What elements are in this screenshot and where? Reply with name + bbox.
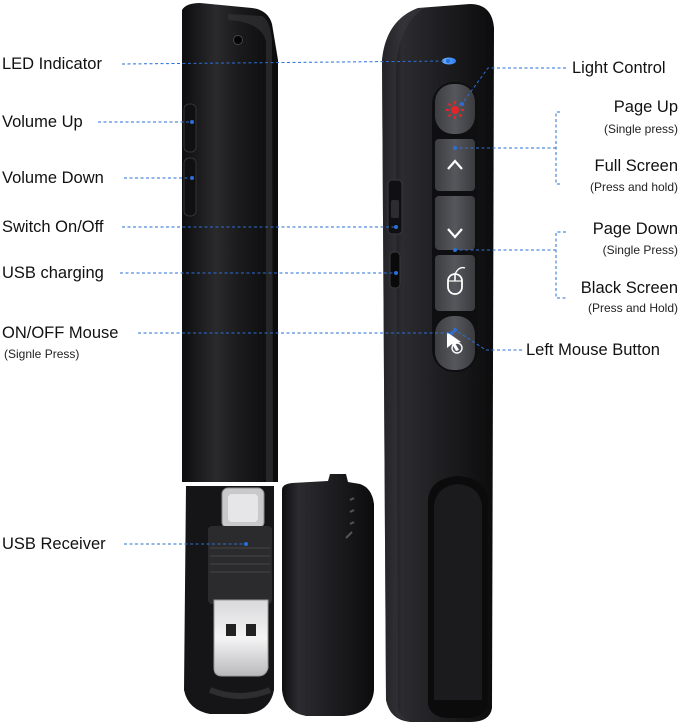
usb-c-port	[389, 251, 401, 289]
leader-dots	[190, 59, 464, 546]
usb-receiver	[208, 487, 272, 677]
side-body	[182, 3, 278, 482]
left-mouse-button-label: Left Mouse Button	[526, 341, 660, 359]
led-indicator-hole	[233, 35, 243, 45]
chevron-down-icon	[447, 228, 463, 239]
page-up-label: Page Up	[613, 98, 678, 116]
volume-up-label: Volume Up	[2, 113, 83, 131]
leader-lines	[98, 60, 566, 545]
switch-on-off-label: Switch On/Off	[2, 218, 104, 236]
usb-receiver-label: USB Receiver	[2, 535, 106, 553]
page-down-note: (Single Press)	[602, 243, 678, 257]
page-up-button-shape	[435, 139, 475, 191]
full-screen-note: (Press and hold)	[589, 180, 678, 194]
chevron-up-icon	[447, 159, 463, 170]
full-screen-label: Full Screen	[594, 157, 678, 175]
volume-up-key	[183, 103, 197, 153]
light-control-label: Light Control	[572, 59, 666, 77]
black-screen-note: (Press and Hold)	[587, 301, 678, 315]
side-highlight	[228, 14, 273, 482]
laser-icon	[446, 101, 464, 119]
black-screen-label: Black Screen	[580, 279, 678, 297]
usb-charging-label: USB charging	[2, 264, 104, 282]
presenter-side-view	[182, 3, 278, 714]
volume-down-label: Volume Down	[2, 169, 104, 187]
led-indicator-label: LED Indicator	[2, 55, 102, 73]
volume-down-key	[183, 157, 197, 217]
page-down-button-shape	[435, 196, 475, 250]
receiver-cap	[282, 474, 374, 716]
on-off-mouse-note: (Signle Press)	[4, 347, 80, 361]
mouse-toggle-button-shape	[435, 255, 475, 311]
on-off-mouse-label: ON/OFF Mouse	[2, 324, 119, 342]
presenter-front-view	[382, 4, 494, 722]
page-up-note: (Single press)	[603, 122, 678, 136]
cursor-click-icon	[447, 332, 463, 354]
mouse-icon	[447, 266, 466, 295]
page-down-label: Page Down	[592, 220, 678, 238]
